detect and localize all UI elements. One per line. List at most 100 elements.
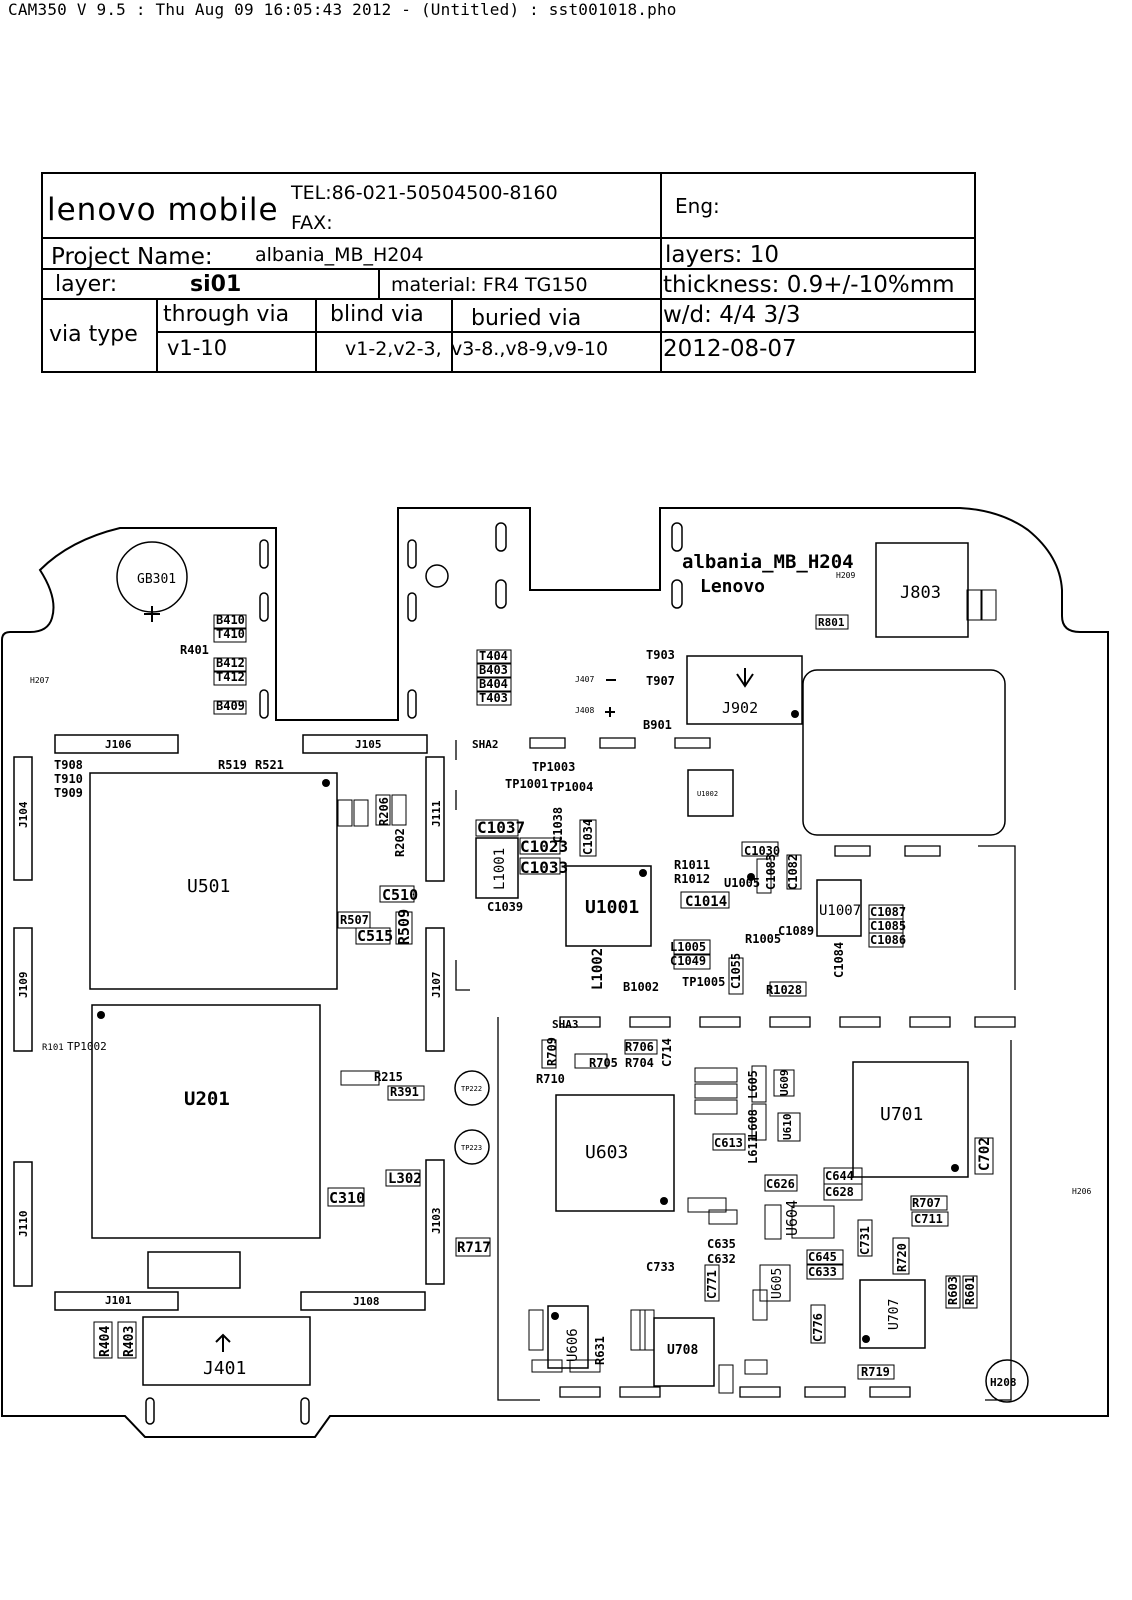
- label-c632: C632: [707, 1252, 736, 1266]
- label-c635: C635: [707, 1237, 736, 1251]
- label-b1002: B1002: [623, 980, 659, 994]
- label-j110: J110: [17, 1211, 30, 1238]
- chip-u1007: [816, 879, 862, 937]
- label-t404: T404: [479, 649, 508, 663]
- testpoint-tp223: [454, 1129, 490, 1165]
- date: 2012-08-07: [663, 336, 797, 362]
- crystal-x201: [147, 1251, 241, 1289]
- chip-u1002: [687, 769, 734, 817]
- label-j803: J803: [900, 583, 941, 603]
- fax: FAX:: [291, 212, 333, 234]
- label-j108: J108: [353, 1295, 380, 1308]
- label-h206: H206: [1072, 1187, 1091, 1196]
- label-u606: U606: [565, 1328, 581, 1362]
- label-j401: J401: [203, 1358, 246, 1379]
- label-u501: U501: [187, 876, 230, 897]
- label-r101: R101: [42, 1043, 64, 1053]
- shield-outline: [455, 737, 1016, 1401]
- label-u707: U707: [887, 1299, 902, 1330]
- label-tp223: TP223: [461, 1144, 482, 1152]
- connector-j108: [300, 1291, 426, 1311]
- label-l1002: L1002: [590, 948, 606, 990]
- label-c1049: C1049: [670, 954, 706, 968]
- label-c515: C515: [357, 927, 393, 945]
- label-h208: H208: [990, 1376, 1017, 1389]
- label-c626: C626: [766, 1177, 795, 1191]
- blind-via-value: v1-2,v2-3,: [345, 338, 442, 360]
- connector-j111: [425, 756, 445, 882]
- label-u604: U604: [783, 1200, 801, 1236]
- label-r801: R801: [818, 616, 845, 629]
- label-j107: J107: [430, 972, 443, 999]
- label-r391: R391: [390, 1085, 419, 1099]
- label-c776: C776: [811, 1313, 825, 1342]
- label-u1005: U1005: [724, 876, 760, 890]
- layer-label: layer:: [55, 272, 118, 297]
- label-tp1002: TP1002: [67, 1040, 107, 1053]
- label-tp222: TP222: [461, 1085, 482, 1093]
- connector-j107: [425, 927, 445, 1052]
- label-j902: J902: [722, 699, 758, 717]
- label-t903: T903: [646, 648, 675, 662]
- label-h209: H209: [836, 571, 855, 580]
- label-r601: R601: [963, 1276, 977, 1305]
- chip-u707: [859, 1279, 926, 1349]
- label-b412: B412: [216, 656, 245, 670]
- label-gb301: GB301: [137, 572, 176, 587]
- label-r1012: R1012: [674, 872, 710, 886]
- label-l1005: L1005: [670, 940, 706, 954]
- label-r603: R603: [946, 1276, 960, 1305]
- label-b409: B409: [216, 699, 245, 713]
- label-r519: R519: [218, 758, 247, 772]
- label-l1001: L1001: [492, 848, 508, 890]
- label-r1028: R1028: [766, 983, 802, 997]
- through-via-label: through via: [163, 302, 290, 327]
- label-j408: J408: [575, 706, 594, 715]
- label-r404: R404: [98, 1326, 113, 1357]
- testpoint-tp222: [454, 1070, 490, 1106]
- label-r704: R704: [625, 1056, 654, 1070]
- chip-u1001: [565, 865, 652, 947]
- layers: layers: 10: [665, 242, 780, 268]
- label-u605: U605: [770, 1268, 785, 1299]
- connector-j401: [142, 1316, 311, 1386]
- layer-value: si01: [190, 272, 242, 297]
- label-c733: C733: [646, 1260, 675, 1274]
- label-c1082: C1082: [786, 854, 800, 890]
- label-r401: R401: [180, 643, 209, 657]
- chip-u701: [852, 1061, 969, 1178]
- label-c1089: C1089: [778, 924, 814, 938]
- label-j106: J106: [105, 738, 132, 751]
- company-name: lenovo mobile: [47, 192, 279, 228]
- label-sha2: SHA2: [472, 738, 499, 751]
- label-u701: U701: [880, 1104, 923, 1125]
- connector-j106: [54, 734, 179, 754]
- label-u610: U610: [781, 1114, 794, 1141]
- label-j109: J109: [17, 972, 30, 999]
- label-t412: T412: [216, 670, 245, 684]
- label-t410: T410: [216, 627, 245, 641]
- label-c1083: C1083: [764, 854, 778, 890]
- label-b410: B410: [216, 613, 245, 627]
- label-c1030: C1030: [744, 844, 780, 858]
- label-t907: T907: [646, 674, 675, 688]
- connector-j103: [425, 1159, 445, 1285]
- label-r1011: R1011: [674, 858, 710, 872]
- connector-j902: [686, 655, 803, 725]
- label-u1007: U1007: [819, 903, 861, 919]
- label-c644: C644: [825, 1169, 854, 1183]
- label-r720: R720: [895, 1243, 909, 1272]
- label-c771: C771: [705, 1270, 719, 1299]
- project-label: Project Name:: [51, 244, 213, 270]
- label-c645: C645: [808, 1250, 837, 1264]
- eng-label: Eng:: [675, 194, 720, 218]
- label-c702: C702: [977, 1137, 993, 1171]
- material: material: FR4 TG150: [391, 274, 588, 296]
- connector-j101: [54, 1291, 179, 1311]
- label-l302: L302: [388, 1171, 422, 1187]
- label-c1039: C1039: [487, 900, 523, 914]
- label-l605: L605: [746, 1070, 760, 1099]
- label-u609: U609: [778, 1070, 791, 1097]
- label-c1037: C1037: [477, 818, 525, 837]
